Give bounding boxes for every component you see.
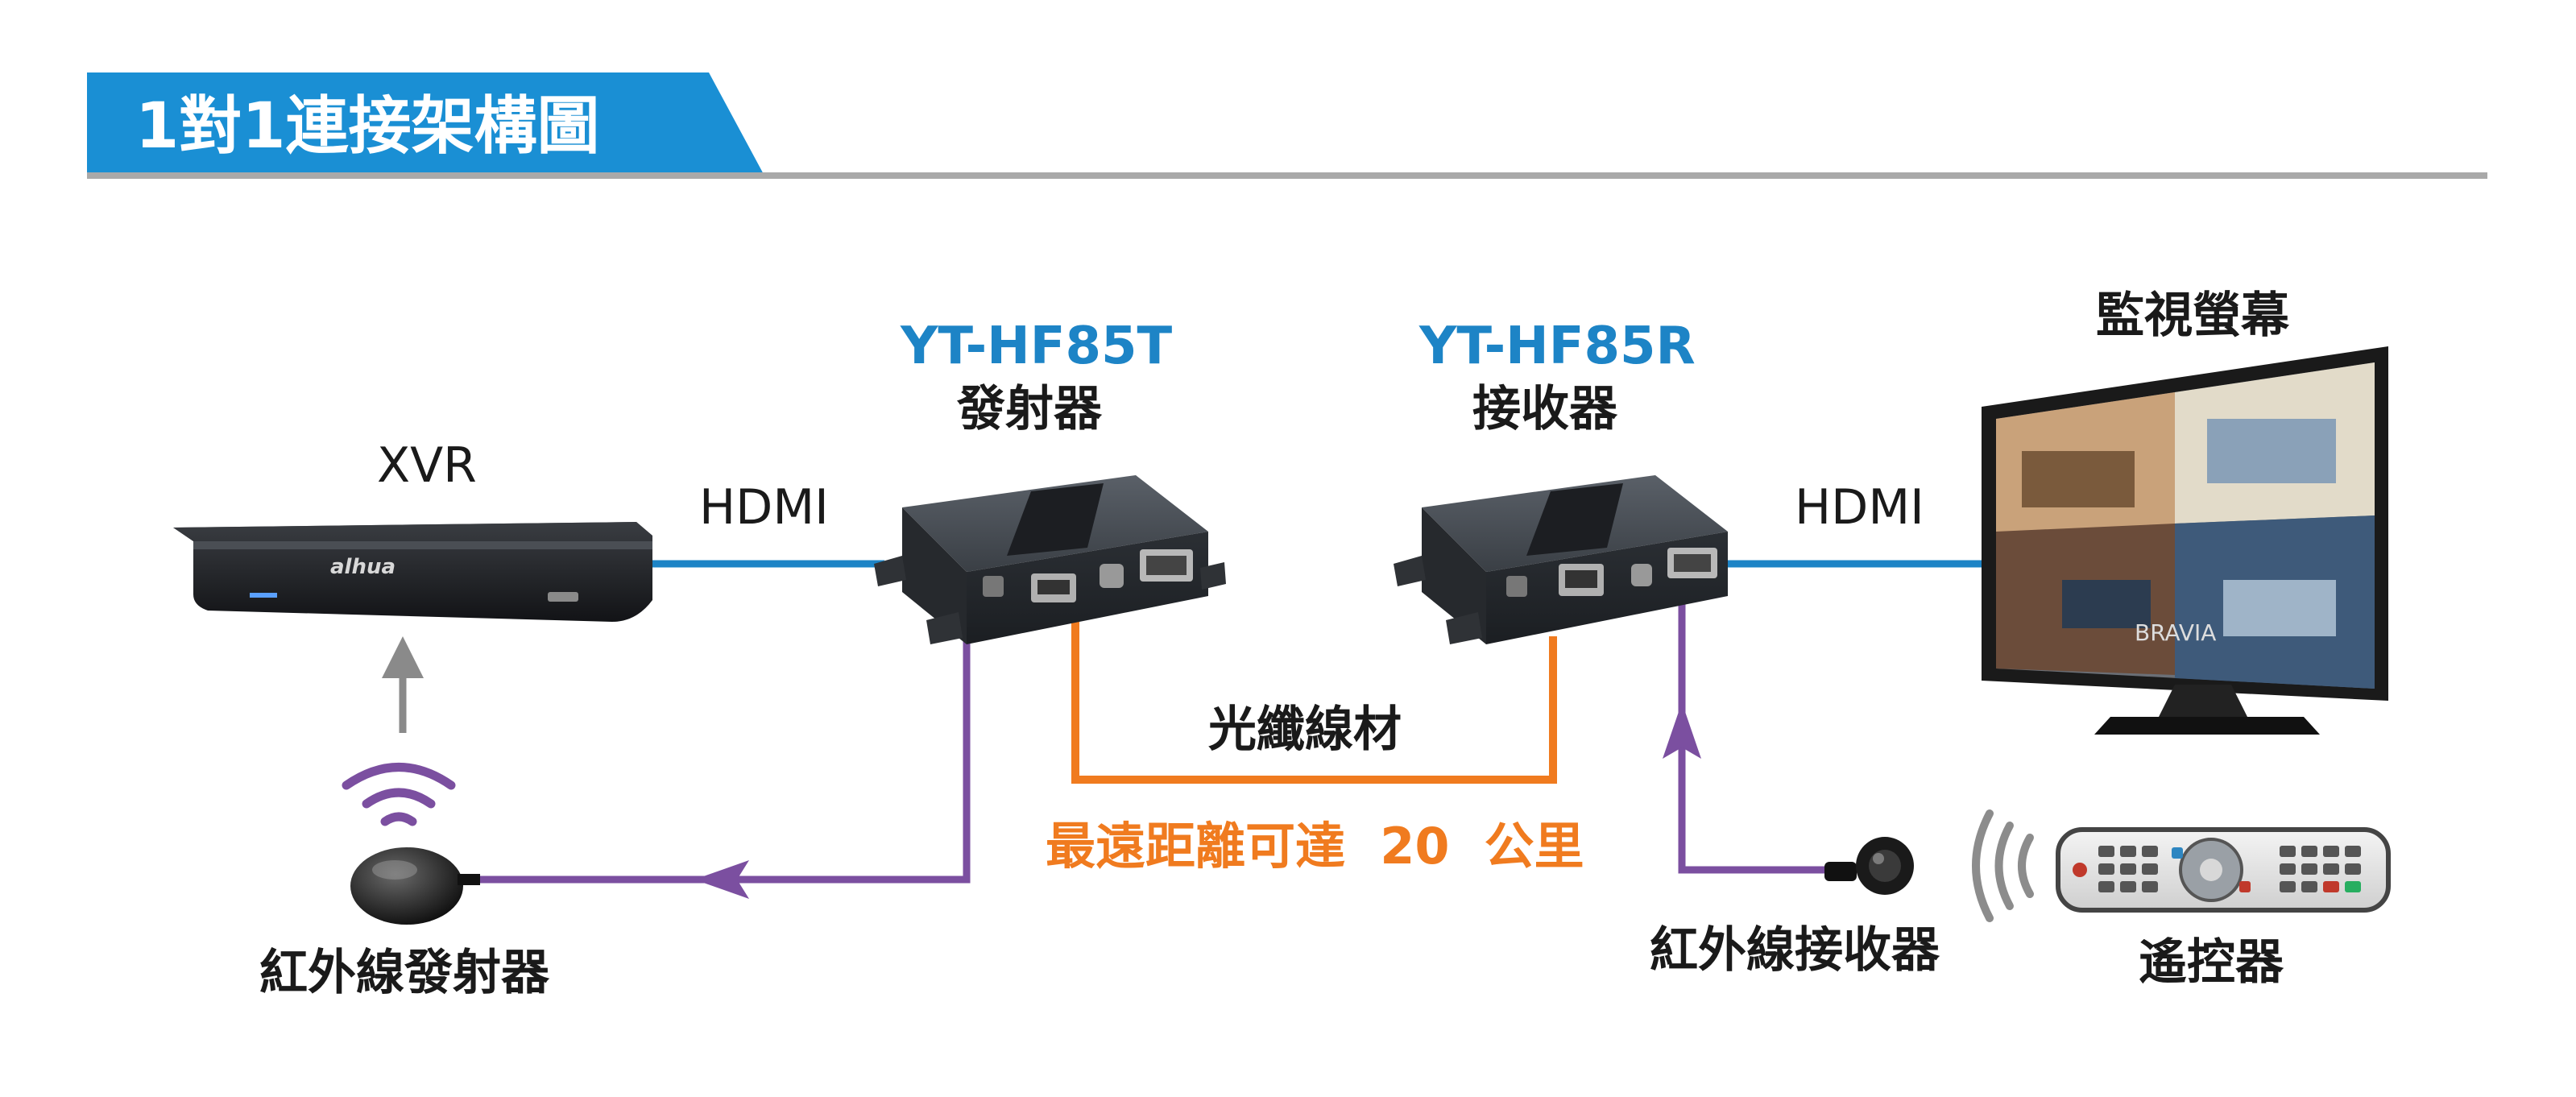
distance-unit: 公里 (1484, 817, 1584, 876)
page-title: 1對1連接架構圖 (135, 90, 600, 163)
max-distance-label: 最遠距離可達 20 公里 (1046, 822, 1584, 871)
fiber-cable (1071, 600, 1557, 784)
monitor-label: 監視螢幕 (2096, 288, 2289, 344)
hdmi-left-label: HDMI (699, 479, 829, 536)
hdmi-right-label: HDMI (1795, 479, 1924, 536)
remote-label: 遙控器 (2139, 934, 2284, 991)
wifi-signal-icon (342, 763, 456, 826)
up-arrow-icon (382, 636, 424, 733)
ir-receiver-eye-icon (1824, 837, 1914, 895)
header-banner (87, 72, 2487, 179)
xvr-label: XVR (377, 437, 477, 494)
transmitter-model-label: YT-HF85T (901, 317, 1173, 376)
monitor-device: BRAVIA (1982, 346, 2388, 735)
receiver-model-label: YT-HF85R (1419, 317, 1696, 376)
signal-wave-icon (1972, 809, 2034, 922)
ir-emitter-label: 紅外線發射器 (259, 945, 549, 1001)
receiver-device (1394, 475, 1728, 644)
remote-control-icon (2056, 827, 2391, 913)
ir-emitter-arrowhead (694, 860, 749, 899)
ir-emitter-puck-icon (350, 847, 480, 925)
dvr-brand-logo: alhua (330, 555, 396, 579)
ir-emitter-cable (475, 636, 971, 884)
xvr-device: alhua (173, 522, 652, 622)
transmitter-name-label: 發射器 (957, 381, 1102, 437)
distance-text: 最遠距離可達 (1046, 817, 1346, 876)
distance-value: 20 (1380, 817, 1450, 876)
tv-brand: BRAVIA (2135, 619, 2216, 646)
ir-receiver-cable (1678, 588, 1828, 874)
fiber-cable-label: 光纖線材 (1208, 702, 1402, 758)
ir-receiver-arrowhead (1663, 702, 1701, 759)
transmitter-device (874, 475, 1226, 644)
ir-receiver-label: 紅外線接收器 (1650, 922, 1940, 979)
receiver-name-label: 接收器 (1472, 381, 1617, 437)
